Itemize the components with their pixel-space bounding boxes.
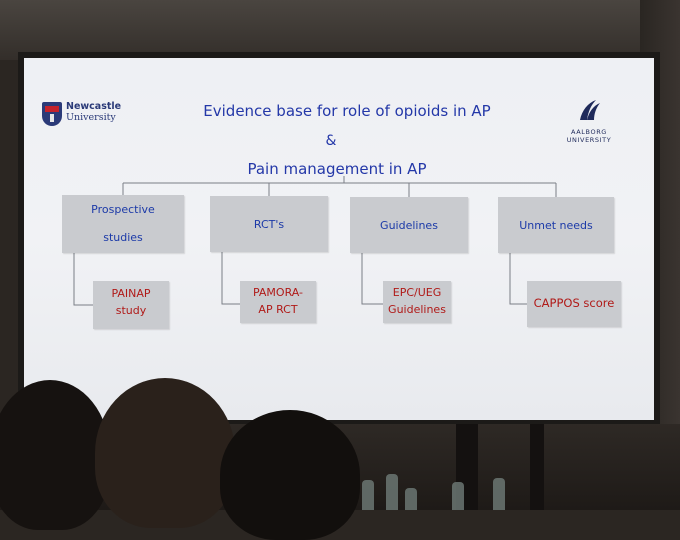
water-bottle	[386, 474, 398, 510]
item-box-painap: PAINAP study	[93, 281, 169, 329]
newcastle-shield-icon	[42, 102, 62, 126]
newcastle-university-logo: Newcastle University	[42, 102, 132, 130]
item-line2: study	[115, 304, 147, 317]
slide-title-line1: Evidence base for role of opioids in AP	[203, 102, 491, 120]
aalborg-university-logo: AALBORG UNIVERSITY	[554, 98, 624, 152]
category-label: RCT's	[253, 217, 285, 231]
item-line1: PAMORA-	[252, 286, 304, 299]
category-box-prospective-studies: Prospective studies	[62, 195, 184, 253]
aalborg-logo-line2: UNIVERSITY	[566, 136, 612, 144]
audience-head	[0, 380, 110, 530]
water-bottle	[405, 488, 417, 510]
item-line2: AP RCT	[258, 303, 298, 316]
category-label: Guidelines	[380, 218, 438, 232]
slide-title-ampersand: &	[325, 133, 337, 149]
room-wall	[0, 0, 680, 60]
screen-stand	[530, 424, 544, 510]
water-bottle	[362, 480, 374, 510]
tree-connectors	[73, 176, 557, 306]
aalborg-logo-line1: AALBORG	[571, 128, 607, 136]
presentation-slide: Newcastle University AALBORG UNIVERSITY …	[24, 58, 654, 420]
category-label: Unmet needs	[519, 218, 593, 232]
category-box-rcts: RCT's	[210, 196, 328, 252]
category-label-line1: Prospective	[91, 203, 155, 216]
newcastle-logo-sub: University	[66, 112, 116, 123]
water-bottle	[493, 478, 505, 510]
water-bottle	[452, 482, 464, 510]
audience-head	[95, 378, 235, 528]
slide-title-line3: Pain management in AP	[247, 160, 427, 178]
item-box-cappos: CAPPOS score	[527, 281, 621, 327]
aalborg-wave-icon	[580, 100, 600, 120]
item-box-pamora: PAMORA- AP RCT	[240, 281, 316, 323]
category-box-unmet-needs: Unmet needs	[498, 197, 614, 253]
item-line1: EPC/UEG	[392, 286, 442, 299]
item-line1: CAPPOS score	[533, 296, 615, 310]
category-box-guidelines: Guidelines	[350, 197, 468, 253]
audience-head	[220, 410, 360, 540]
newcastle-logo-name: Newcastle	[66, 101, 122, 112]
item-line2: Guidelines	[388, 303, 446, 316]
item-line1: PAINAP	[111, 287, 151, 300]
category-label-line2: studies	[103, 231, 143, 244]
item-box-epc-ueg: EPC/UEG Guidelines	[383, 281, 451, 323]
